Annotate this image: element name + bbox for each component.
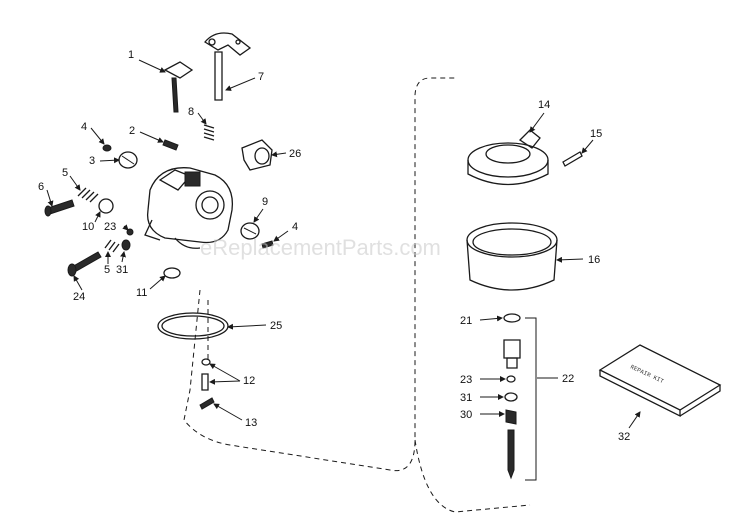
part-16-float-bowl	[466, 222, 558, 291]
part-13-screw	[199, 397, 215, 410]
part-4-screw	[102, 144, 112, 152]
watermark-text: eReplacementParts.com	[200, 235, 441, 260]
callout-labels: 1 7 8 4 2 3 26 6 5 10 23 9 4 5 31 24 11 …	[38, 49, 630, 443]
callout-4-top: 4	[81, 121, 87, 133]
callout-6: 6	[38, 181, 44, 193]
callout-5-lower: 5	[104, 264, 110, 276]
part-11-ring	[163, 267, 181, 279]
callout-9: 9	[262, 196, 268, 208]
part-12-pins	[201, 358, 211, 391]
callout-3: 3	[89, 155, 95, 167]
part-6-screw	[44, 199, 75, 217]
assembly-dashed-line-right	[414, 439, 531, 513]
leader-lines	[46, 59, 641, 429]
part-30-spring	[505, 409, 517, 425]
part-22-bracket	[525, 317, 537, 481]
valve-seat	[503, 339, 521, 369]
callout-15: 15	[590, 128, 602, 140]
callout-30: 30	[460, 409, 472, 421]
part-5-spring	[77, 187, 99, 203]
part-4-screw-right	[261, 240, 274, 249]
part-24-needle	[67, 251, 102, 277]
part-31-o-ring-right	[504, 392, 518, 402]
part-8-spring	[203, 124, 215, 141]
callout-32: 32	[618, 431, 630, 443]
part-32-repair-kit: REPAIR KIT	[598, 344, 722, 418]
callout-7: 7	[258, 71, 264, 83]
part-10-plug	[98, 198, 114, 214]
part-21-washer	[503, 313, 521, 323]
callout-14: 14	[538, 99, 550, 111]
part-1-throttle-lever	[163, 61, 194, 113]
callout-21: 21	[460, 315, 472, 327]
repair-kit-label: REPAIR KIT	[629, 363, 665, 385]
callout-31-left: 31	[116, 264, 128, 276]
part-25-gasket	[157, 312, 229, 340]
part-5-spring-lower	[104, 239, 120, 253]
callout-11: 11	[136, 287, 147, 299]
part-23-washer-right	[506, 375, 516, 383]
carburetor-body	[144, 167, 234, 249]
part-26-fitting	[241, 139, 273, 171]
callout-5-top: 5	[62, 167, 68, 179]
needle-valve	[507, 429, 515, 480]
callout-12: 12	[243, 375, 255, 387]
callout-25: 25	[270, 320, 282, 332]
part-14-top-cover	[467, 129, 549, 186]
callout-10: 10	[82, 221, 94, 233]
callout-22: 22	[562, 373, 574, 385]
callout-13: 13	[245, 417, 257, 429]
part-2-shaft	[162, 139, 179, 151]
callout-8: 8	[188, 106, 194, 118]
part-7-choke-lever	[204, 32, 252, 101]
callout-1: 1	[128, 49, 134, 61]
callout-26: 26	[289, 148, 301, 160]
part-3-plate	[118, 151, 138, 169]
callout-16: 16	[588, 254, 600, 266]
assembly-dashed-line	[183, 77, 455, 472]
callout-31-right: 31	[460, 392, 472, 404]
part-9-plate	[240, 222, 260, 240]
callout-2: 2	[129, 125, 135, 137]
callout-23-right: 23	[460, 374, 472, 386]
part-15-pin	[562, 151, 583, 167]
callout-24: 24	[73, 291, 85, 303]
callout-4-right: 4	[292, 221, 298, 233]
part-31-o-ring	[121, 239, 131, 251]
callout-23-left: 23	[104, 221, 116, 233]
